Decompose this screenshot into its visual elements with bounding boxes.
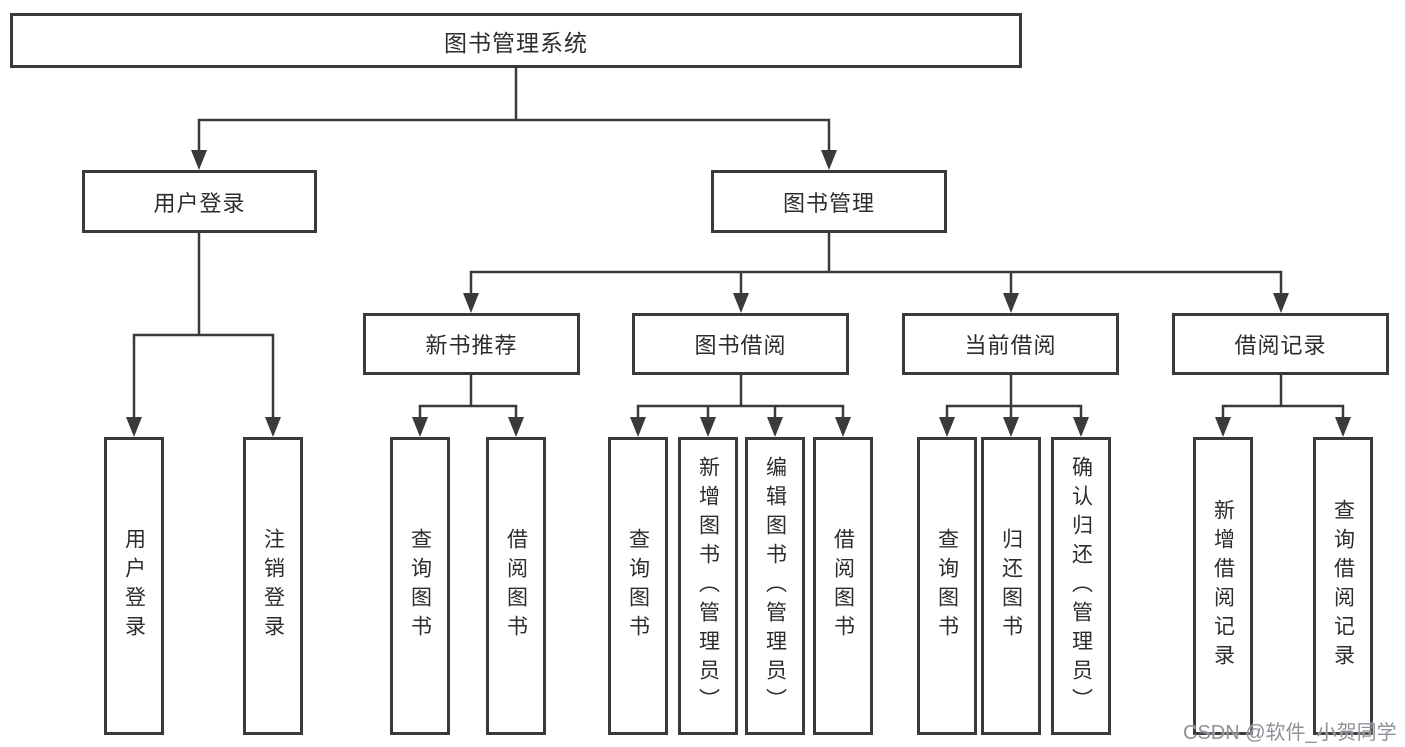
leaf-confirm-return-admin: 确认归还（管理员） bbox=[1051, 437, 1111, 735]
leaf-logout: 注销登录 bbox=[243, 437, 303, 735]
leaf-add-book-admin-label: 新增图书（管理员） bbox=[696, 455, 720, 717]
node-book-borrow: 图书借阅 bbox=[632, 313, 849, 375]
leaf-borrow-books-recommend: 借阅图书 bbox=[486, 437, 546, 735]
leaf-logout-label: 注销登录 bbox=[261, 528, 285, 644]
leaf-edit-book-admin-label: 编辑图书（管理员） bbox=[763, 455, 787, 717]
node-user-login-label: 用户登录 bbox=[153, 190, 246, 216]
leaf-add-borrow-record: 新增借阅记录 bbox=[1193, 437, 1253, 735]
node-borrow-records-label: 借阅记录 bbox=[1234, 333, 1327, 358]
arrowheads bbox=[126, 150, 1351, 437]
node-user-login: 用户登录 bbox=[82, 170, 317, 233]
leaf-query-books-borrow: 查询图书 bbox=[608, 437, 668, 735]
leaf-query-books-current: 查询图书 bbox=[917, 437, 977, 735]
leaf-return-books: 归还图书 bbox=[981, 437, 1041, 735]
node-root: 图书管理系统 bbox=[10, 13, 1022, 68]
leaf-add-book-admin: 新增图书（管理员） bbox=[678, 437, 738, 735]
leaf-borrow-books-label: 借阅图书 bbox=[831, 528, 855, 644]
node-new-book-recommend: 新书推荐 bbox=[363, 313, 580, 375]
leaf-query-books-current-label: 查询图书 bbox=[935, 528, 959, 644]
node-book-borrow-label: 图书借阅 bbox=[694, 333, 787, 358]
node-current-borrow: 当前借阅 bbox=[902, 313, 1119, 375]
watermark: CSDN @软件_小贺同学 bbox=[1183, 722, 1397, 744]
connector-paths bbox=[132, 66, 1345, 420]
leaf-query-borrow-record: 查询借阅记录 bbox=[1313, 437, 1373, 735]
leaf-user-login-label: 用户登录 bbox=[122, 528, 146, 644]
leaf-return-books-label: 归还图书 bbox=[999, 528, 1023, 644]
leaf-user-login: 用户登录 bbox=[104, 437, 164, 735]
leaf-query-books-recommend-label: 查询图书 bbox=[408, 528, 432, 644]
node-new-book-recommend-label: 新书推荐 bbox=[425, 333, 518, 358]
leaf-query-borrow-record-label: 查询借阅记录 bbox=[1331, 499, 1355, 673]
leaf-confirm-return-admin-label: 确认归还（管理员） bbox=[1069, 455, 1093, 717]
node-book-management-label: 图书管理 bbox=[782, 190, 875, 216]
leaf-borrow-books-recommend-label: 借阅图书 bbox=[504, 528, 528, 644]
leaf-edit-book-admin: 编辑图书（管理员） bbox=[745, 437, 805, 735]
node-borrow-records: 借阅记录 bbox=[1172, 313, 1389, 375]
node-current-borrow-label: 当前借阅 bbox=[964, 333, 1057, 358]
node-book-management: 图书管理 bbox=[711, 170, 947, 233]
node-root-label: 图书管理系统 bbox=[444, 29, 588, 56]
leaf-query-books-recommend: 查询图书 bbox=[390, 437, 450, 735]
leaf-add-borrow-record-label: 新增借阅记录 bbox=[1211, 499, 1235, 673]
leaf-query-books-borrow-label: 查询图书 bbox=[626, 528, 650, 644]
leaf-borrow-books: 借阅图书 bbox=[813, 437, 873, 735]
